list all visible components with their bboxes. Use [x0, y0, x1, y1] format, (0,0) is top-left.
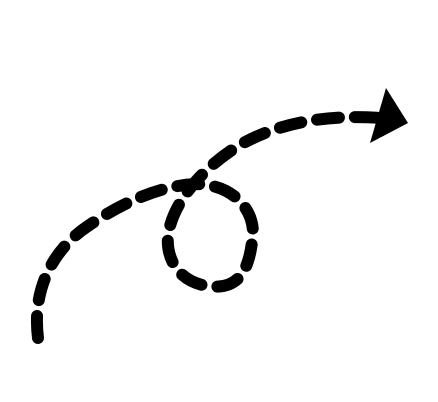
dashed-loop-path	[31, 111, 388, 344]
arrowhead-icon	[370, 88, 408, 143]
